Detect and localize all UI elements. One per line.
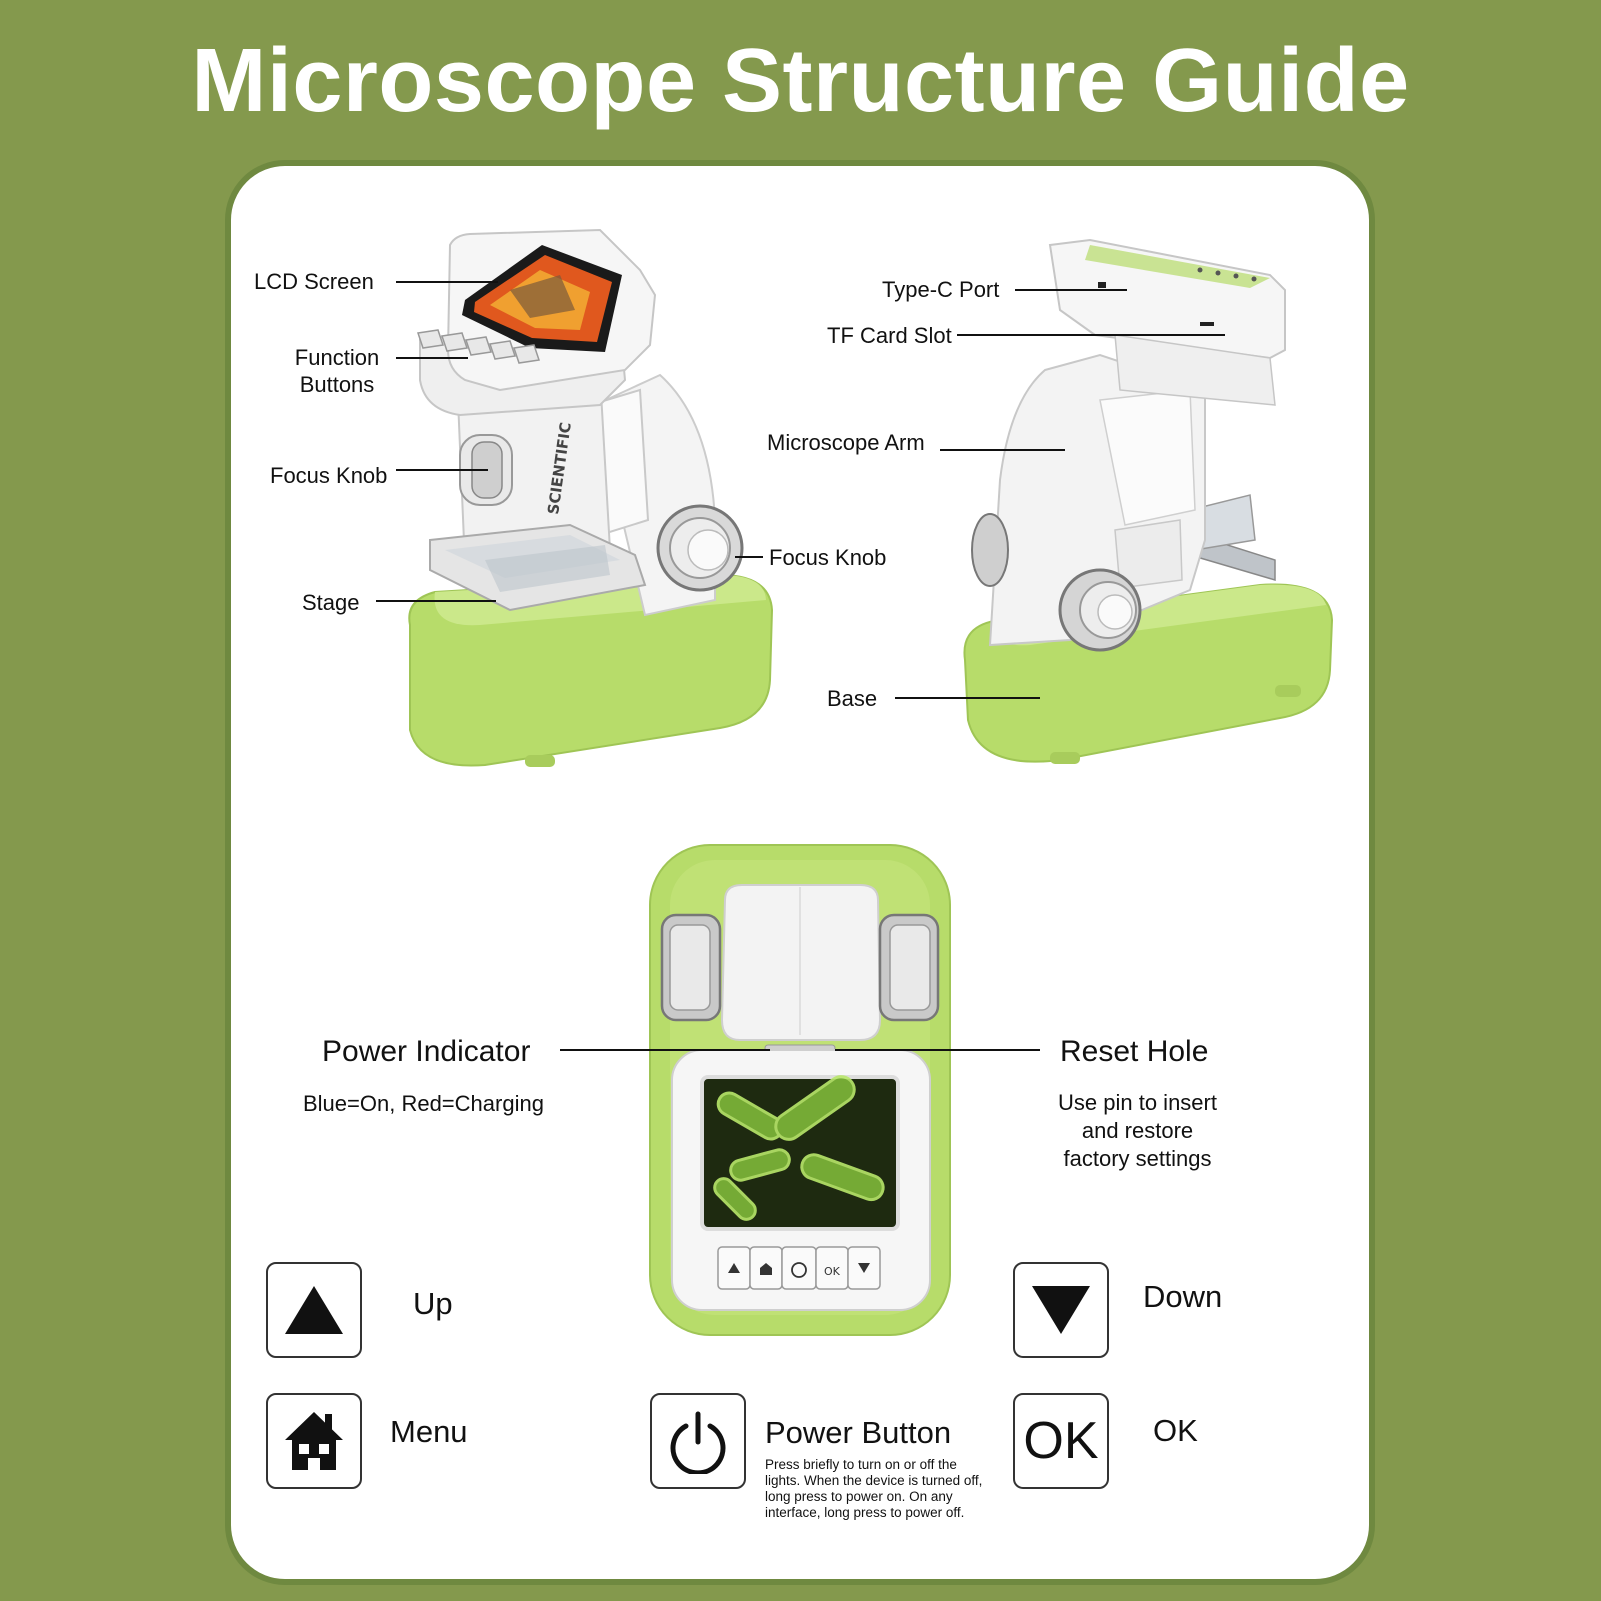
microscope-front-illustration: SCIENTIFIC [408,228,774,767]
microscope-side-illustration [963,238,1334,764]
focus-knob-right-leader [735,556,763,558]
page-title: Microscope Structure Guide [191,31,1410,131]
lcd-screen-label: LCD Screen [254,269,374,294]
focus-knob-left-label: Focus Knob [270,463,388,488]
power-key-box [650,1393,746,1489]
power-icon [670,1411,726,1474]
reset-hole-desc: Use pin to insert and restore factory se… [1035,1089,1240,1173]
reset-hole-title: Reset Hole [1060,1035,1209,1068]
power-key-desc: Press briefly to turn on or off the ligh… [765,1457,983,1520]
house-icon [285,1412,343,1470]
microscope-arm-leader [940,449,1065,451]
triangle-down-icon [1032,1286,1090,1334]
focus-knob-left-leader [396,469,488,471]
microscope-top-illustration: OK [649,844,951,1336]
type-c-port-leader [1015,289,1127,291]
up-key-box [266,1262,362,1358]
base-label: Base [827,686,878,711]
ok-key-box: OK [1013,1393,1109,1489]
stage-label: Stage [302,590,360,615]
ok-key-label: OK [1153,1413,1198,1448]
focus-knob-right-label: Focus Knob [769,545,887,570]
tf-card-slot-leader [957,334,1225,336]
reset-hole-desc-line2: and restore [1081,1118,1194,1143]
function-buttons-label: Function Buttons [282,344,392,398]
up-key-label: Up [413,1286,453,1321]
base-leader [895,697,1040,699]
function-buttons-label-line2: Buttons [299,372,375,397]
power-indicator-desc: Blue=On, Red=Charging [303,1091,544,1116]
reset-hole-desc-line1: Use pin to insert [1058,1090,1217,1115]
triangle-up-icon [285,1286,343,1334]
tf-card-slot-label: TF Card Slot [827,323,952,348]
function-buttons-label-line1: Function [294,345,380,370]
menu-key-label: Menu [390,1414,468,1449]
ok-icon: OK [1023,1412,1099,1470]
stage-leader [376,600,496,602]
down-key-label: Down [1143,1279,1223,1314]
type-c-port-label: Type-C Port [882,277,1000,302]
power-key-label: Power Button [765,1415,952,1450]
reset-hole-leader [835,1049,1040,1051]
reset-hole-desc-line3: factory settings [1063,1146,1212,1171]
svg-text:OK: OK [824,1265,841,1278]
function-buttons-leader [396,357,468,359]
power-indicator-title: Power Indicator [322,1035,531,1068]
power-indicator-leader [560,1049,770,1051]
down-key-box [1013,1262,1109,1358]
lcd-screen-leader [396,281,498,283]
microscope-arm-label: Microscope Arm [767,430,925,455]
menu-key-box [266,1393,362,1489]
